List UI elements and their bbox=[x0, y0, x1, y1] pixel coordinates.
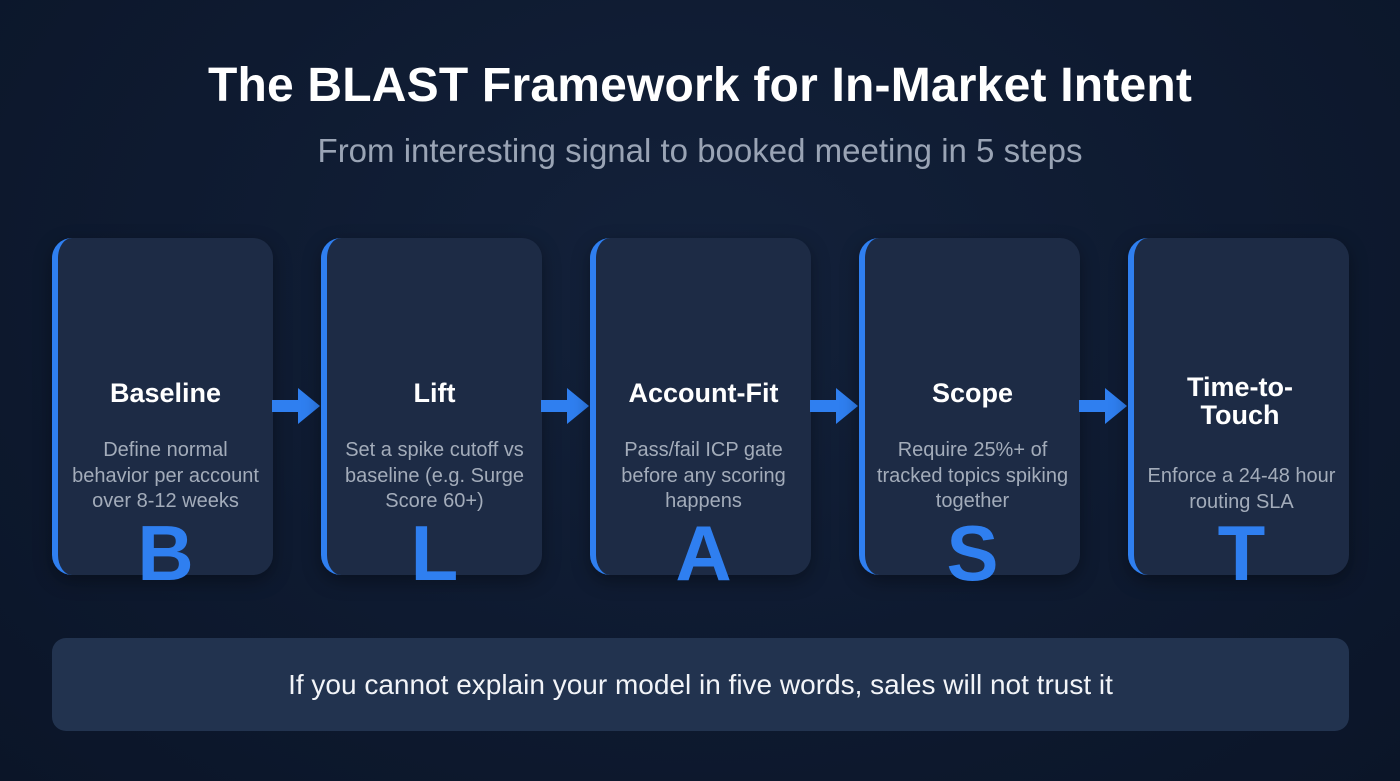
step-description: Enforce a 24-48 hour routing SLA bbox=[1147, 465, 1336, 513]
step-name: Baseline bbox=[109, 378, 222, 408]
step-description: Set a spike cutoff vs baseline (e.g. Sur… bbox=[344, 439, 524, 512]
step-card-scope: S Scope Require 25%+ of tracked topics s… bbox=[859, 238, 1080, 597]
arrow-right-icon bbox=[272, 388, 320, 424]
step-letter: T bbox=[1217, 509, 1266, 597]
step-name: Scope bbox=[931, 378, 1014, 408]
step-card-time-to-touch: T Time-to-Touch Enforce a 24-48 hour rou… bbox=[1128, 238, 1349, 597]
step-description: Require 25%+ of tracked topics spiking t… bbox=[876, 439, 1069, 512]
step-letter: B bbox=[137, 509, 194, 597]
step-letter: A bbox=[675, 509, 732, 597]
step-card-baseline: B Baseline Define normal behavior per ac… bbox=[52, 238, 273, 597]
step-card-account-fit: A Account-Fit Pass/fail ICP gate before … bbox=[590, 238, 811, 597]
step-card-lift: L Lift Set a spike cutoff vs baseline (e… bbox=[321, 238, 542, 597]
arrow-right-icon bbox=[541, 388, 589, 424]
quote-text: If you cannot explain your model in five… bbox=[288, 668, 1113, 700]
step-name: Time-to-Touch bbox=[1187, 372, 1293, 430]
step-letter: L bbox=[410, 509, 459, 597]
step-letter: S bbox=[946, 509, 999, 597]
step-description: Pass/fail ICP gate before any scoring ha… bbox=[621, 439, 786, 512]
page-title: The BLAST Framework for In-Market Intent bbox=[207, 59, 1193, 112]
page-subtitle: From interesting signal to booked meetin… bbox=[317, 132, 1083, 169]
arrow-right-icon bbox=[810, 388, 858, 424]
quote-banner: If you cannot explain your model in five… bbox=[52, 638, 1349, 731]
arrow-right-icon bbox=[1079, 388, 1127, 424]
step-name: Account-Fit bbox=[628, 378, 779, 408]
step-description: Define normal behavior per account over … bbox=[72, 439, 259, 512]
step-name: Lift bbox=[413, 378, 456, 408]
